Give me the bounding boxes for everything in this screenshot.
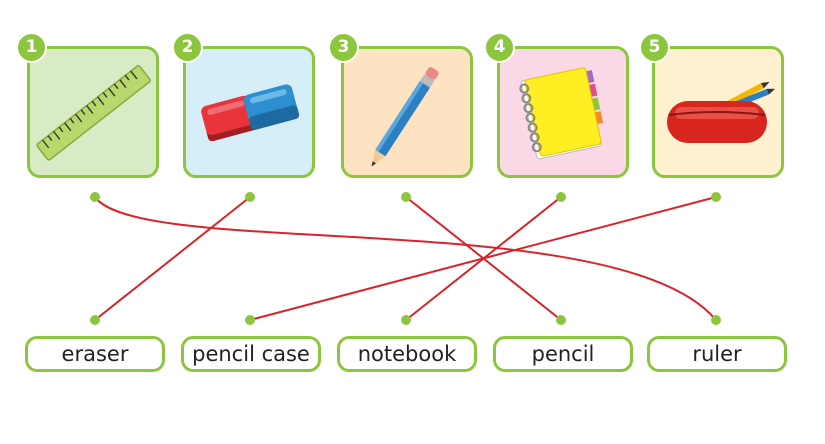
word-connector-dot[interactable] [556,315,566,325]
word-box-ruler[interactable]: ruler [647,336,787,372]
item-number-badge: 2 [172,32,203,63]
match-line [405,196,562,321]
match-line [405,196,562,321]
pencil-icon [371,67,439,167]
picture-card-pencil [341,46,473,178]
item-number-badge: 3 [328,32,359,63]
word-box-notebook[interactable]: notebook [337,336,477,372]
word-box-eraser[interactable]: eraser [25,336,165,372]
picture-connector-dot[interactable] [556,192,566,202]
word-connector-dot[interactable] [401,315,411,325]
picture-card-ruler [27,46,159,178]
word-connector-dot[interactable] [711,315,721,325]
item-number-badge: 4 [484,32,515,63]
picture-connector-dot[interactable] [401,192,411,202]
word-box-pencil-case[interactable]: pencil case [181,336,321,372]
word-connector-dot[interactable] [90,315,100,325]
eraser-icon [201,84,300,142]
picture-card-notebook [497,46,629,178]
match-line [249,196,717,321]
match-line [94,196,251,321]
match-line [94,196,717,321]
picture-connector-dot[interactable] [711,192,721,202]
word-connector-dot[interactable] [245,315,255,325]
item-number-badge: 5 [639,32,670,63]
pencil-case-icon [667,81,776,143]
picture-card-pencil-case [652,46,784,178]
picture-connector-dot[interactable] [90,192,100,202]
word-box-pencil[interactable]: pencil [493,336,633,372]
ruler-icon [36,64,151,161]
picture-connector-dot[interactable] [245,192,255,202]
notebook-icon [519,67,604,160]
item-number-badge: 1 [16,32,47,63]
picture-card-eraser [183,46,315,178]
